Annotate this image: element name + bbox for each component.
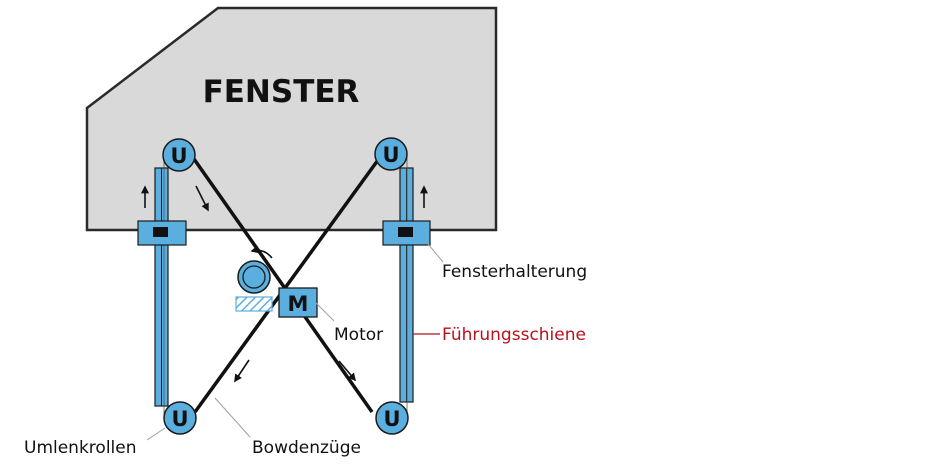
leader-cables [214, 397, 251, 438]
pulley-bottom-left: U [163, 401, 197, 435]
svg-text:U: U [171, 407, 188, 431]
svg-text:U: U [170, 144, 187, 168]
svg-text:M: M [288, 292, 309, 316]
label-cables: Bowdenzüge [252, 438, 361, 458]
label-guide-rail: Führungsschiene [442, 325, 586, 345]
svg-text:U: U [383, 407, 400, 431]
left-guide-rail [154, 167, 169, 407]
pulley-bottom-right: U [375, 401, 409, 435]
leader-motor [315, 302, 335, 322]
label-window-holder: Fensterhalterung [442, 262, 587, 282]
leader-pulleys [146, 427, 166, 441]
down-right-arrow-bottom [338, 360, 357, 382]
rotate-ccw-arrow [250, 245, 273, 259]
right-guide-rail [399, 167, 414, 403]
down-left-arrow [234, 359, 250, 383]
left-window-holder [137, 220, 187, 246]
drum-mount-hatched [235, 296, 273, 312]
window-title: FENSTER [203, 74, 360, 110]
label-pulleys: Umlenkrollen [24, 438, 137, 458]
pulley-top-left: U [162, 138, 196, 172]
label-motor: Motor [334, 325, 383, 345]
pulley-top-right: U [374, 137, 408, 171]
cable-drum [237, 260, 271, 294]
window-pane [85, 6, 498, 232]
motor-box: M [278, 287, 318, 318]
svg-text:U: U [382, 143, 399, 167]
bowden-cables [192, 157, 380, 414]
leader-window-holder [427, 243, 444, 263]
down-right-arrow-top [195, 185, 209, 212]
right-window-holder [382, 220, 431, 246]
